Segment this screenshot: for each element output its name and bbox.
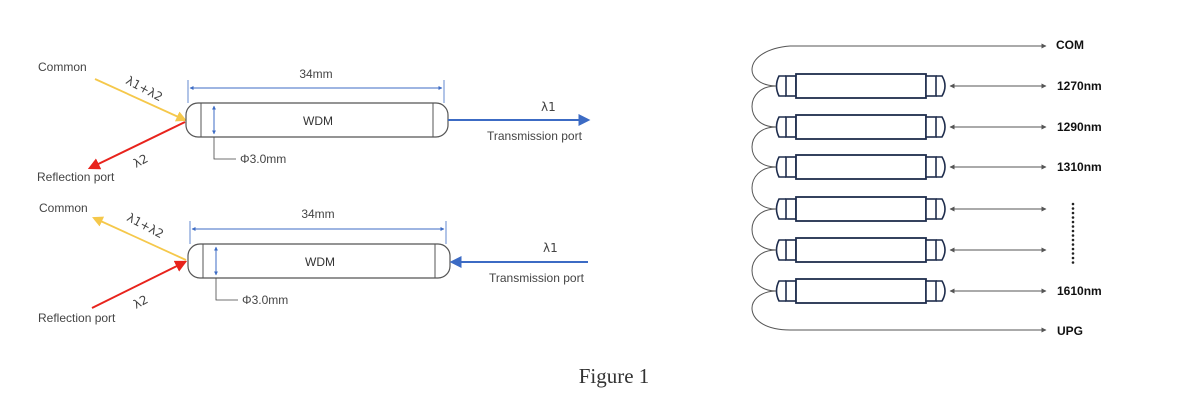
- wdm-left-sleeve: [785, 116, 797, 138]
- fiber-loop: [751, 208, 777, 251]
- top-transmission-label: Transmission port: [487, 129, 583, 143]
- top-lambda1-label: λ1: [541, 100, 556, 114]
- wdm-body: [795, 237, 927, 263]
- wdm-right-cap: [936, 280, 946, 302]
- wdm-left-cap: [775, 116, 786, 138]
- upg-fiber-curve: [751, 290, 791, 331]
- channel-label: 1290nm: [1057, 120, 1102, 134]
- ellipsis-dot: [1071, 216, 1075, 219]
- bottom-common-line: [92, 216, 187, 261]
- top-lambda-sum-label: λ1+λ2: [124, 73, 165, 104]
- wdm-left-cap: [775, 156, 786, 178]
- channel-ellipsis-dots: [1071, 202, 1075, 264]
- top-diameter-label: Φ3.0mm: [240, 152, 286, 166]
- wdm-body: [795, 114, 927, 140]
- cascade-wdm-diagram: COM UPG 1270nm 1290nm 1310nm 1610nm: [751, 38, 1102, 338]
- top-common-line: [94, 78, 187, 122]
- ellipsis-dot: [1071, 243, 1075, 246]
- wdm-left-cap: [775, 198, 786, 220]
- fiber-loop: [751, 166, 777, 210]
- ellipsis-dot: [1071, 211, 1075, 215]
- bottom-lambda-sum-label: λ1+λ2: [125, 210, 166, 241]
- wdm-body: [795, 73, 927, 99]
- wdm-right-cap: [936, 156, 946, 178]
- top-diameter-leader: [213, 137, 236, 160]
- bottom-diameter-leader: [215, 278, 238, 301]
- wdm-right-cap: [936, 239, 946, 261]
- channel-label: 1270nm: [1057, 79, 1102, 93]
- bottom-body-label: WDM: [305, 255, 335, 269]
- channel-label: 1610nm: [1057, 284, 1102, 298]
- bottom-transmission-label: Transmission port: [489, 271, 585, 285]
- wdm-left-sleeve: [785, 156, 797, 178]
- bottom-diameter-label: Φ3.0mm: [242, 293, 288, 307]
- ellipsis-dot: [1071, 234, 1075, 237]
- ellipsis-dot: [1071, 202, 1075, 206]
- bottom-lambda2-label: λ2: [131, 292, 151, 311]
- upg-label: UPG: [1057, 324, 1083, 338]
- top-reflection-line: [87, 121, 186, 170]
- wdm-body: [795, 196, 927, 222]
- wdm-right-sleeve: [925, 75, 937, 97]
- fiber-loop: [751, 85, 777, 128]
- wdm-right-sleeve: [925, 280, 937, 302]
- top-common-label: Common: [38, 60, 87, 74]
- channel-stack: 1270nm 1290nm 1310nm 1610nm: [751, 73, 1102, 304]
- bottom-reflection-label: Reflection port: [38, 311, 116, 325]
- bottom-reflection-line: [91, 260, 188, 309]
- ellipsis-dot: [1071, 256, 1075, 260]
- wdm-left-cap: [775, 280, 786, 302]
- bottom-wdm-device: Common λ1+λ2 λ2 Reflection port 34mm WDM…: [38, 201, 588, 325]
- ellipsis-dot: [1071, 252, 1075, 255]
- top-body-label: WDM: [303, 114, 333, 128]
- ellipsis-dot: [1071, 238, 1075, 242]
- wdm-left-cap: [775, 239, 786, 261]
- wdm-right-cap: [936, 116, 946, 138]
- wdm-left-sleeve: [785, 280, 797, 302]
- wdm-right-sleeve: [925, 116, 937, 138]
- wdm-right-sleeve: [925, 239, 937, 261]
- wdm-right-cap: [936, 198, 946, 220]
- wdm-right-sleeve: [925, 198, 937, 220]
- wdm-left-sleeve: [785, 239, 797, 261]
- ellipsis-dot: [1071, 229, 1075, 233]
- wdm-right-sleeve: [925, 156, 937, 178]
- com-label: COM: [1056, 38, 1084, 52]
- figure-caption: Figure 1: [579, 364, 650, 388]
- com-fiber-curve: [751, 45, 791, 87]
- ellipsis-dot: [1071, 247, 1075, 251]
- wdm-body: [795, 278, 927, 304]
- bottom-length-label: 34mm: [301, 207, 334, 221]
- fiber-loop: [751, 126, 777, 168]
- top-length-label: 34mm: [299, 67, 332, 81]
- channel-label: 1310nm: [1057, 160, 1102, 174]
- top-wdm-device: Common λ1+λ2 λ2 Reflection port 34mm WDM…: [37, 60, 591, 184]
- top-lambda2-label: λ2: [131, 151, 151, 170]
- wdm-body: [795, 154, 927, 180]
- ellipsis-dot: [1071, 225, 1075, 228]
- wdm-left-cap: [775, 75, 786, 97]
- bottom-lambda1-label: λ1: [543, 241, 558, 255]
- ellipsis-dot: [1071, 261, 1075, 264]
- wdm-right-cap: [936, 75, 946, 97]
- ellipsis-dot: [1071, 220, 1075, 224]
- wdm-left-sleeve: [785, 198, 797, 220]
- ellipsis-dot: [1071, 207, 1075, 210]
- wdm-left-sleeve: [785, 75, 797, 97]
- top-reflection-label: Reflection port: [37, 170, 115, 184]
- bottom-common-label: Common: [39, 201, 88, 215]
- fiber-loop: [751, 249, 777, 292]
